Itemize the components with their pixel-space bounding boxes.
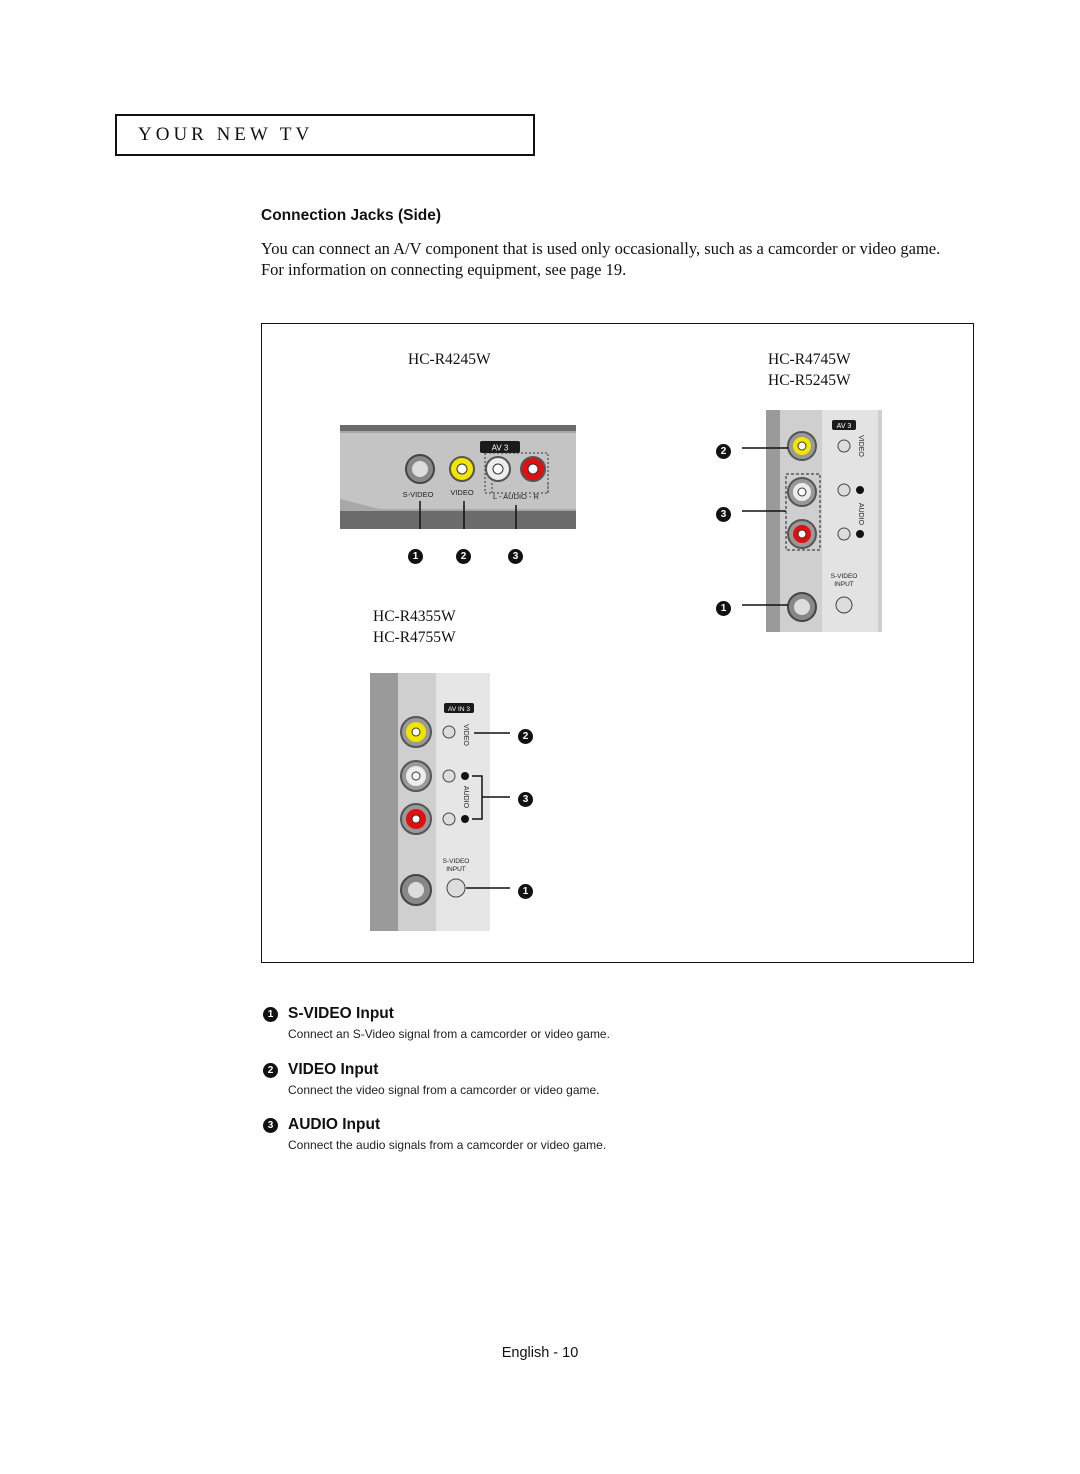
svg-text:VIDEO: VIDEO [857,435,864,457]
callout-2-icon: 2 [716,444,731,459]
section-heading: Connection Jacks (Side) [261,207,442,224]
av3-label: AV 3 [492,444,509,453]
l-audio-r-label: L - AUDIO - R [493,492,540,501]
svg-text:VIDEO: VIDEO [462,724,469,746]
svg-text:S-VIDEO: S-VIDEO [443,858,470,865]
step-3-title: AUDIO Input [288,1116,381,1133]
step-2-number-icon: 2 [263,1062,278,1078]
svg-text:INPUT: INPUT [446,866,466,873]
svg-text:INPUT: INPUT [834,581,854,588]
callout-3-icon: 3 [508,549,523,564]
step-1-number-icon: 1 [263,1006,278,1022]
step-3-number-icon: 3 [263,1117,278,1133]
chapter-title: YOUR NEW TV [138,124,314,145]
callout-1-icon: 1 [408,549,423,564]
intro-paragraph: You can connect an A/V component that is… [261,239,941,279]
step-audio-heading: 3 AUDIO Input [263,1116,380,1134]
av-in3-label: AV IN 3 [448,706,470,713]
model-label-hc-r4355w: HC-R4355W [373,608,456,625]
svg-text:S-VIDEO: S-VIDEO [831,573,858,580]
model-label-hc-r4755w: HC-R4755W [373,629,456,646]
model-label-hc-r4745w: HC-R4745W [768,351,851,368]
callout-1-icon: 1 [716,601,731,616]
callout-3-icon: 3 [716,507,731,522]
step-2-description: Connect the video signal from a camcorde… [288,1083,600,1097]
svg-text:AUDIO: AUDIO [462,786,469,809]
svg-text:AUDIO: AUDIO [857,503,864,526]
page-number: English - 10 [501,1345,579,1361]
chapter-header-box [115,114,535,156]
model-label-hc-r4245w: HC-R4245W [408,351,491,368]
panel-hc-r4245w: AV 3 S-VIDEO VIDEO L - AUDIO - R [340,425,576,529]
panel-hc-r4745w-r5245w: AV 3 VIDEO AUDIO S-VIDEO INPUT [742,410,882,632]
connection-jacks-figure [261,323,974,963]
step-video-heading: 2 VIDEO Input [263,1061,378,1079]
video-label: VIDEO [450,488,474,497]
panel-hc-r4355w-r4755w: AV IN 3 VIDEO AUDIO S-VIDEO INPUT [370,673,510,931]
callout-2-icon: 2 [518,729,533,744]
step-s-video-heading: 1 S-VIDEO Input [263,1005,394,1023]
callout-3-icon: 3 [518,792,533,807]
step-3-description: Connect the audio signals from a camcord… [288,1138,607,1152]
callout-2-icon: 2 [456,549,471,564]
step-1-description: Connect an S-Video signal from a camcord… [288,1027,610,1041]
step-2-title: VIDEO Input [288,1061,379,1078]
s-video-label: S-VIDEO [403,490,434,499]
model-label-hc-r5245w: HC-R5245W [768,372,851,389]
svg-text:AV 3: AV 3 [837,423,852,430]
step-1-title: S-VIDEO Input [288,1005,394,1022]
callout-1-icon: 1 [518,884,533,899]
